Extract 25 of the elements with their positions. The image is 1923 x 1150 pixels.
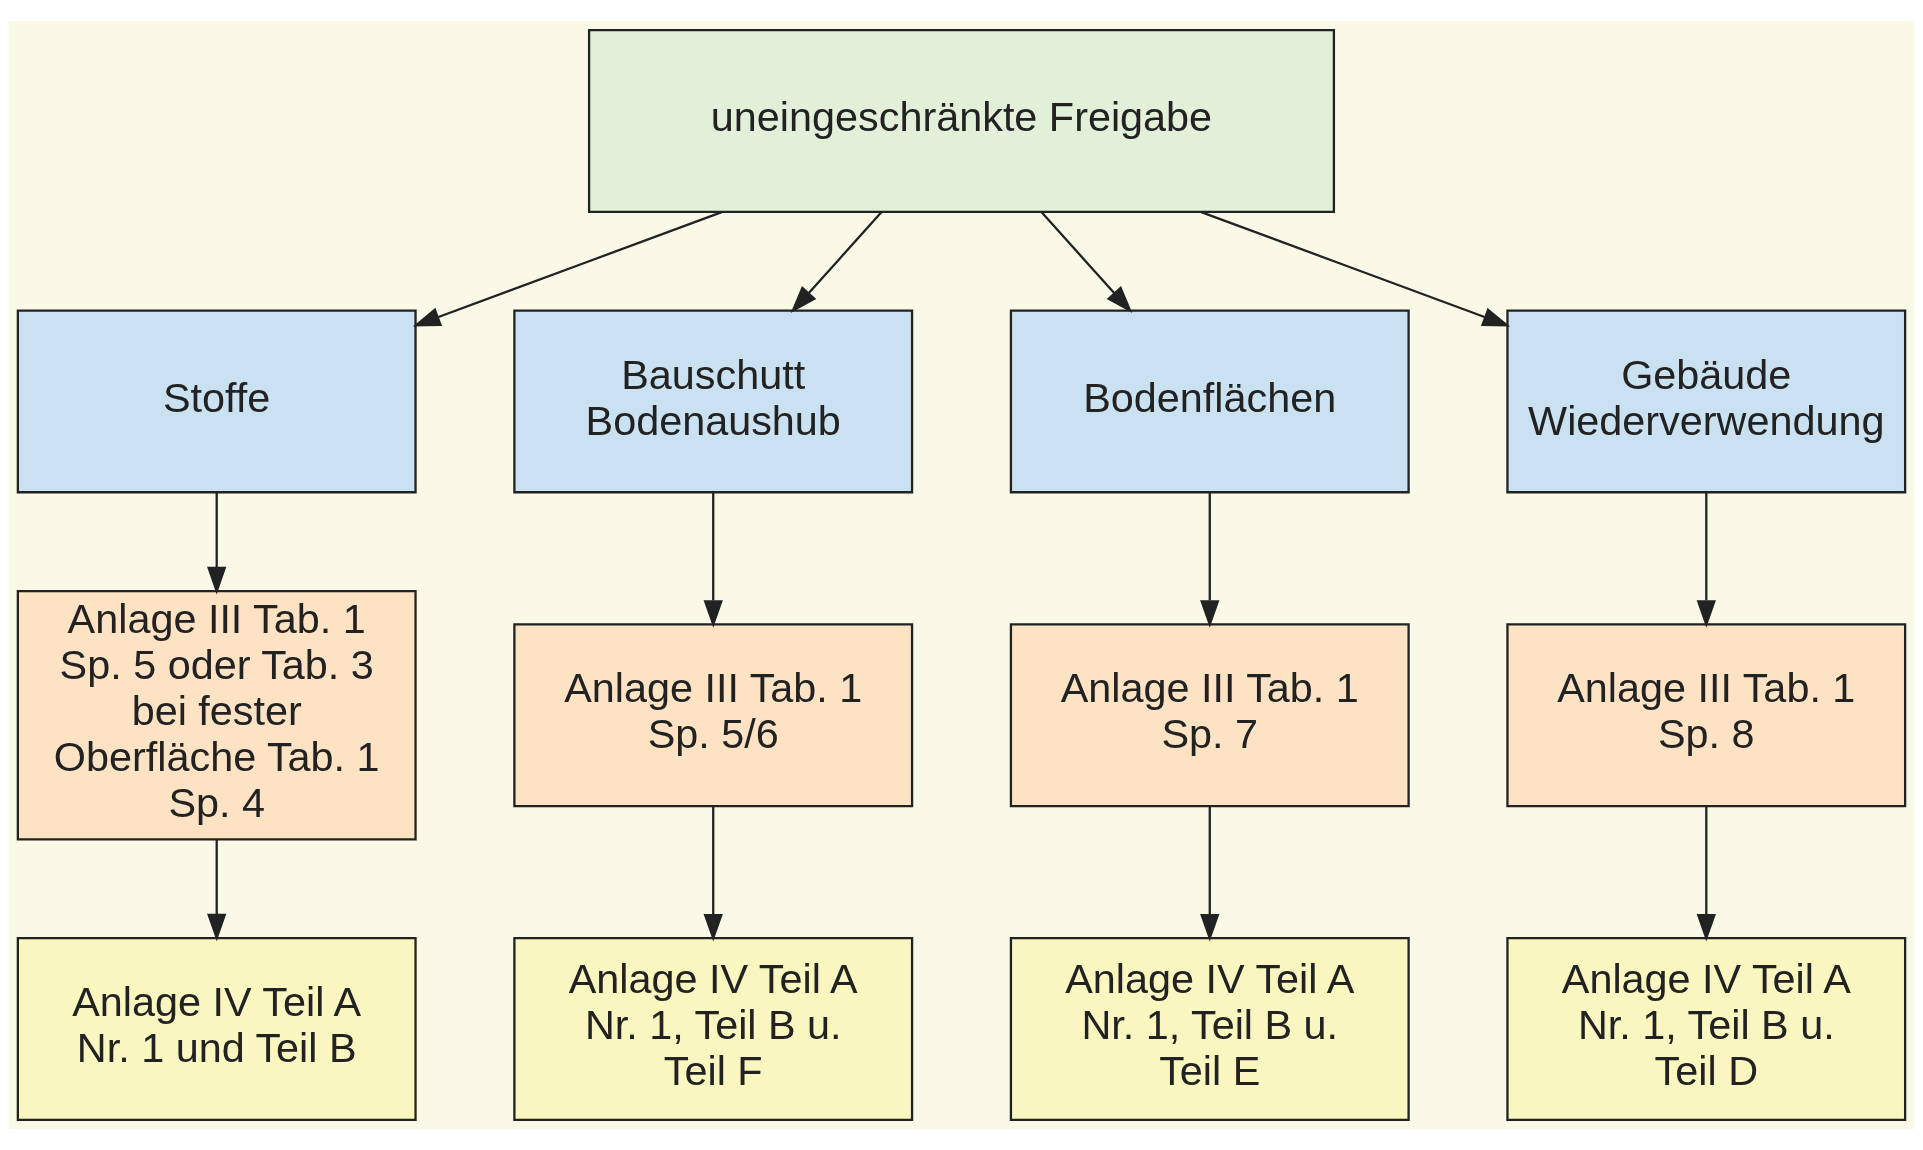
node-box: Stoffe — [16, 309, 417, 494]
arrow — [703, 492, 723, 628]
node-box: Anlage III Tab. 1 Sp. 7 — [1009, 623, 1410, 808]
node-box: Anlage IV Teil A Nr. 1 und Teil B — [16, 937, 417, 1121]
arrow — [1696, 492, 1716, 628]
node-box: Bauschutt Bodenaushub — [513, 309, 914, 494]
node-box: Gebäude Wiederverwendung — [1506, 309, 1907, 494]
node-box: Anlage IV Teil A Nr. 1, Teil B u. Teil D — [1506, 937, 1907, 1121]
node-box: Anlage IV Teil A Nr. 1, Teil B u. Teil E — [1009, 937, 1410, 1121]
arrow — [1200, 806, 1220, 942]
arrow — [412, 211, 723, 327]
node-box: Bodenflächen — [1009, 309, 1410, 494]
arrow — [207, 492, 227, 595]
arrow — [1040, 211, 1133, 314]
arrow — [703, 806, 723, 942]
node-box: Anlage IV Teil A Nr. 1, Teil B u. Teil F — [513, 937, 914, 1121]
node-box: uneingeschränkte Freigabe — [587, 29, 1336, 213]
arrow — [1696, 806, 1716, 942]
node-box: Anlage III Tab. 1 Sp. 8 — [1506, 623, 1907, 808]
arrow — [1200, 492, 1220, 628]
arrow — [207, 839, 227, 942]
arrow — [790, 211, 883, 314]
node-box: Anlage III Tab. 1 Sp. 5 oder Tab. 3 bei fester Oberfläche Tab. 1 Sp. 4 — [16, 589, 417, 841]
arrow — [1200, 211, 1511, 327]
node-box: Anlage III Tab. 1 Sp. 5/6 — [513, 623, 914, 808]
